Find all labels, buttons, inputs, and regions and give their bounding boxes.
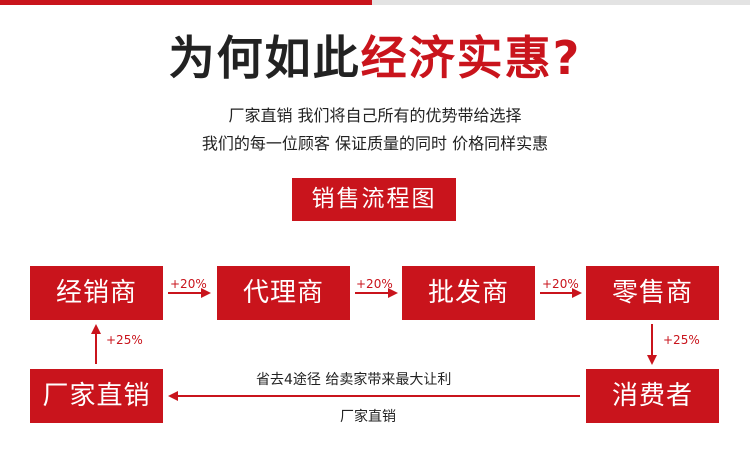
title-plain-text: 为何如此 [168, 31, 361, 85]
subtitle-line-2: 我们的每一位顾客 保证质量的同时 价格同样实惠 [201, 134, 549, 153]
page-title: 为何如此经济实惠? [0, 28, 750, 88]
markup-label-2: +20% [356, 277, 393, 291]
node-wholesaler: 批发商 [402, 266, 535, 320]
top-accent-bar [0, 0, 372, 5]
markup-label-5: +25% [106, 333, 143, 347]
top-gray-bar [372, 0, 750, 5]
node-factory-direct: 厂家直销 [30, 369, 163, 423]
markup-label-1: +20% [170, 277, 207, 291]
markup-label-4: +25% [663, 333, 700, 347]
markup-label-3: +20% [542, 277, 579, 291]
node-retailer: 零售商 [586, 266, 719, 320]
node-agent: 代理商 [217, 266, 350, 320]
node-distributor: 经销商 [30, 266, 163, 320]
subtitle-line-1: 厂家直销 我们将自己所有的优势带给选择 [228, 106, 522, 125]
direct-sale-note: 厂家直销 [340, 409, 396, 425]
section-label: 销售流程图 [292, 178, 456, 221]
title-accent-text: 经济实惠? [360, 31, 582, 85]
node-consumer: 消费者 [586, 369, 719, 423]
savings-note: 省去4途径 给卖家带来最大让利 [256, 372, 452, 388]
